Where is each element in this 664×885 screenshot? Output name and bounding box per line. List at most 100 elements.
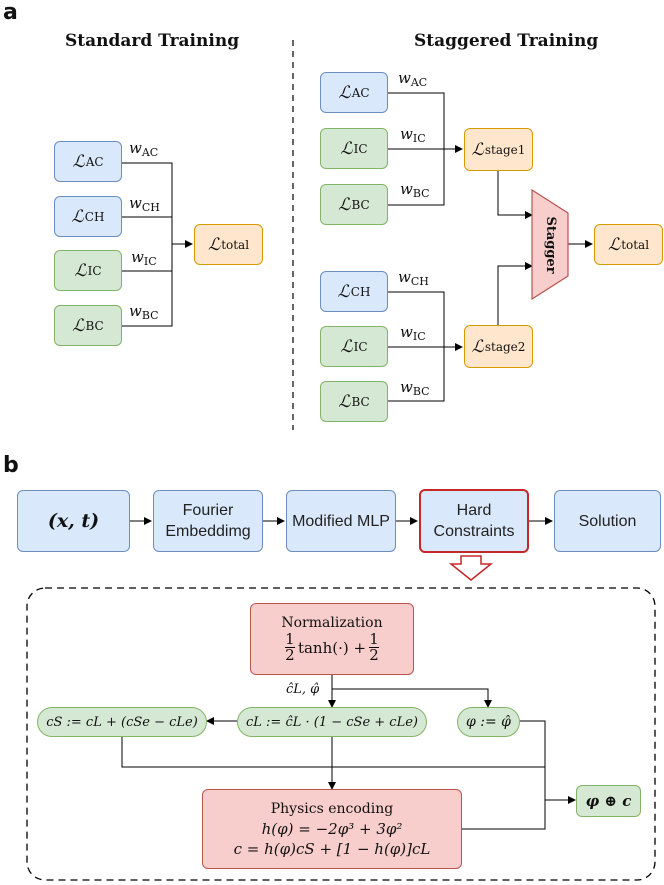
stage2-weight-bc-label: wBC [400,378,430,398]
weight-symbol: w [398,69,411,87]
weight-subscript: AC [141,146,159,159]
physics-title: Physics encoding [270,801,394,817]
staggered-training-title: Staggered Training [414,31,599,51]
loss-symbol: ℒ [338,82,351,103]
loss-subscript: BC [85,318,104,333]
panel-a-letter: a [3,0,18,25]
loss-subscript: BC [351,394,370,409]
weight-symbol: w [400,378,413,396]
loss-symbol: ℒ [71,206,84,227]
stage2-weight-ch-label: wCH [398,268,429,288]
stage1-weight-ac-label: wAC [398,69,427,89]
weight-subscript: BC [412,385,430,398]
loss-subscript: total [221,237,250,252]
output-node: φ ⊕ c [576,785,641,817]
split-label: ĉL, φ̂ [286,682,320,697]
weight-symbol: w [400,323,413,341]
weight-symbol: w [129,139,142,157]
loss-symbol: ℒ [207,234,221,255]
loss-subscript: total [621,237,650,252]
fraction-den: 2 [284,646,295,664]
loss-subscript: CH [84,209,105,224]
stage1-weight-ic-label: wIC [400,125,426,145]
loss-symbol: ℒ [72,315,85,336]
weight-subscript: CH [410,275,429,288]
fraction-num: 1 [369,630,379,648]
loss-subscript: IC [353,339,368,354]
loss-subscript: stage2 [484,339,526,354]
stagger-label: Stagger [543,216,558,274]
fraction: 1 2 [369,630,380,664]
weight-ic-label: wIC [131,248,157,268]
loss-symbol: ℒ [340,138,353,159]
fourier-embedding-box: Fourier Embeddimg [153,490,263,552]
loss-symbol: ℒ [471,336,484,357]
loss-symbol: ℒ [337,281,350,302]
normalization-title: Normalization [281,615,383,631]
weight-bc-label: wBC [129,302,159,322]
down-arrow-icon [448,555,494,581]
phi-node: φ := φ̂ [457,707,520,737]
loss-symbol: ℒ [607,234,621,255]
normalization-formula: 1 2 tanh(·) + 1 2 [284,630,380,664]
weight-symbol: w [131,248,144,266]
loss-symbol: ℒ [72,151,85,172]
weight-symbol: w [400,125,413,143]
weight-subscript: BC [412,187,430,200]
weight-subscript: AC [410,76,428,89]
loss-subscript: BC [351,197,370,212]
weight-subscript: IC [412,330,426,343]
loss-symbol: ℒ [471,139,484,160]
modified-mlp-box: Modified MLP [286,490,396,552]
loss-subscript: AC [351,85,370,100]
weight-symbol: w [398,268,411,286]
loss-symbol: ℒ [338,391,351,412]
weight-subscript: BC [141,309,159,322]
physics-eq2: c = h(φ)cS + [1 − h(φ)]cL [233,840,431,858]
weight-ch-label: wCH [129,194,160,214]
input-box: (x, t) [17,490,130,552]
fraction: 1 2 [284,630,295,664]
panel-b-letter: b [3,453,19,478]
tanh-term: tanh(·) + [297,638,367,657]
standard-training-title: Standard Training [65,31,240,51]
fraction-num: 1 [285,630,295,648]
weight-subscript: IC [412,132,426,145]
stage2-weight-ic-label: wIC [400,323,426,343]
weight-symbol: w [400,180,413,198]
loss-symbol: ℒ [338,194,351,215]
physics-encoding-box: Physics encoding h(φ) = −2φ³ + 3φ² c = h… [202,789,462,869]
loss-symbol: ℒ [340,336,353,357]
solution-box: Solution [554,490,661,552]
weight-subscript: CH [141,201,160,214]
cs-node: cS := cL + (cSe − cLe) [37,707,207,737]
weight-symbol: w [129,194,142,212]
weight-subscript: IC [143,255,157,268]
loss-subscript: CH [350,284,371,299]
loss-subscript: IC [353,141,368,156]
loss-subscript: stage1 [484,142,526,157]
weight-ac-label: wAC [129,139,158,159]
normalization-box: Normalization 1 2 tanh(·) + 1 2 [250,603,414,675]
detail-container [26,587,656,881]
loss-subscript: IC [87,263,102,278]
loss-symbol: ℒ [74,260,87,281]
loss-subscript: AC [85,154,104,169]
fraction-den: 2 [369,646,380,664]
stagger-block [531,188,569,301]
cl-node: cL := ĉL · (1 − cSe + cLe) [237,707,427,737]
hard-constraints-box: Hard Constraints [419,489,529,553]
